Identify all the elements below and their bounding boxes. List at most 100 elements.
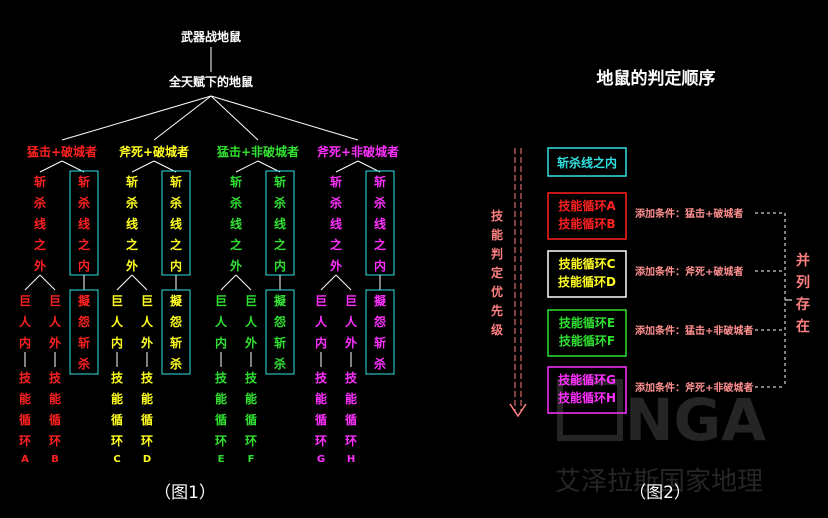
rotation-letter: A: [21, 454, 29, 465]
outside-giant-label: 巨人外: [345, 294, 358, 350]
parallel-label-text-char: 列: [796, 274, 810, 291]
inside-execute-label-char: 之: [78, 237, 90, 252]
delay-execute-label-char: 杀: [274, 356, 286, 371]
skill-rotation-label-char: 环: [215, 434, 227, 448]
inside-execute-label-char: 之: [274, 237, 286, 252]
delay-execute-label-char: 擬: [374, 293, 387, 308]
outside-execute-label-char: 线: [34, 216, 46, 231]
priority-label-text-char: 技: [491, 208, 504, 223]
inside-giant-label: 巨人内: [215, 294, 228, 350]
rotation-box-line: 技能循环H: [558, 390, 616, 405]
inside-execute-label-char: 杀: [274, 195, 286, 210]
figure-1-caption: （图1）: [154, 483, 216, 503]
inside-giant-label: 巨人内: [111, 294, 124, 350]
rotation-letter: F: [248, 454, 255, 465]
level2-node: 全天赋下的地鼠: [168, 74, 253, 89]
condition-label: 添加条件：斧死+非破城者: [635, 381, 753, 394]
inside-giant-label-char: 内: [315, 335, 327, 350]
branch-connector: [61, 95, 212, 141]
skill-rotation-label-char: 技: [215, 370, 228, 385]
priority-label-text-char: 优: [491, 284, 503, 299]
skill-rotation-label-char: 环: [245, 434, 257, 448]
delay-execute-box: [69, 289, 99, 375]
delay-execute-box: [161, 289, 191, 375]
branch-title: 猛击+非破城者: [216, 144, 299, 159]
skill-rotation-label-char: 环: [141, 434, 153, 448]
rotation-letter: D: [143, 454, 151, 465]
branch-title: 斧死+非破城者: [317, 144, 399, 159]
delay-execute-label-char: 怨: [273, 314, 286, 329]
inside-giant-label-char: 巨: [215, 294, 227, 308]
giant-connector: [335, 274, 352, 291]
outside-connector: [335, 160, 359, 173]
watermark-logo-frame: [557, 379, 623, 441]
skill-rotation-label-char: 技: [245, 370, 258, 385]
outside-execute-label-char: 之: [126, 237, 138, 252]
outside-giant-label-char: 人: [141, 314, 154, 329]
delay-execute-label-char: 杀: [78, 356, 90, 371]
rotation-boxes: 斩杀线之内技能循环A技能循环B添加条件：猛击+破城者技能循环C技能循环D添加条件…: [547, 147, 785, 414]
skill-rotation-label: 技能循环: [215, 370, 228, 448]
outside-giant-label-char: 巨: [141, 294, 153, 308]
delay-execute-box: [265, 289, 295, 375]
rotation-letter: E: [218, 454, 225, 465]
outside-giant-label-char: 外: [141, 335, 153, 350]
outside-execute-label-char: 之: [330, 237, 342, 252]
rotation-box: [547, 366, 627, 414]
outside-execute-label-char: 杀: [126, 195, 138, 210]
inside-connector: [61, 160, 85, 173]
skill-rotation-label: 技能循环: [141, 370, 154, 448]
watermark-subtitle: 艾泽拉斯国家地理: [555, 467, 763, 497]
inside-connector: [153, 160, 177, 173]
arrow-head: [509, 403, 527, 418]
outside-execute-label-char: 斩: [34, 174, 46, 189]
skill-rotation-label-char: 循: [215, 412, 227, 427]
inside-giant-label-char: 内: [111, 335, 123, 350]
inside-execute-label-char: 线: [374, 216, 386, 231]
delay-execute-box: [365, 289, 395, 375]
skill-rotation-label-char: 循: [141, 412, 153, 427]
skill-rotation-label-char: 能: [215, 391, 227, 406]
inside-execute-label-char: 内: [374, 258, 386, 273]
parallel-bracket: [784, 213, 792, 387]
outside-execute-label-char: 外: [330, 258, 342, 273]
inside-execute-label-char: 线: [170, 216, 182, 231]
skill-rotation-label-char: 技: [49, 370, 62, 385]
outside-giant-label-char: 巨: [49, 294, 61, 308]
rotation-box-line: 技能循环D: [558, 274, 616, 289]
outside-connector: [131, 160, 155, 173]
inside-execute-label-char: 内: [274, 258, 286, 273]
branch-title: 猛击+破城者: [26, 144, 97, 159]
skill-rotation-label-char: 技: [141, 370, 154, 385]
delay-execute-label-char: 斩: [170, 335, 182, 350]
skill-rotation-label-char: 环: [111, 434, 123, 448]
skill-rotation-label-char: 环: [49, 434, 61, 448]
parallel-label-text-char: 在: [796, 318, 810, 335]
priority-label-text-char: 判: [491, 246, 503, 261]
rotation-box-line: 斩杀线之内: [557, 155, 617, 170]
rotation-box-line: 技能循环G: [558, 372, 616, 387]
condition-label: 添加条件：猛击+破城者: [635, 207, 743, 220]
delay-execute-label-char: 怨: [373, 314, 386, 329]
giant-connector: [235, 274, 252, 291]
skill-rotation-label: 技能循环: [345, 370, 358, 448]
root-node: 武器战地鼠: [181, 29, 241, 44]
rotation-box: [547, 192, 627, 240]
rotation-box-line: 技能循环A: [558, 198, 616, 213]
delay-execute-label-char: 杀: [170, 356, 182, 371]
delay-execute-label-char: 擬: [274, 293, 287, 308]
inside-giant-label-char: 巨: [111, 294, 123, 308]
inside-giant-label-char: 人: [19, 314, 32, 329]
skill-rotation-label-char: 环: [315, 434, 327, 448]
branch-title: 斧死+破城者: [119, 144, 189, 159]
nga-watermark: NGA 艾泽拉斯国家地理: [555, 379, 766, 497]
rotation-box: [547, 147, 627, 177]
delay-execute-label-char: 斩: [78, 335, 90, 350]
